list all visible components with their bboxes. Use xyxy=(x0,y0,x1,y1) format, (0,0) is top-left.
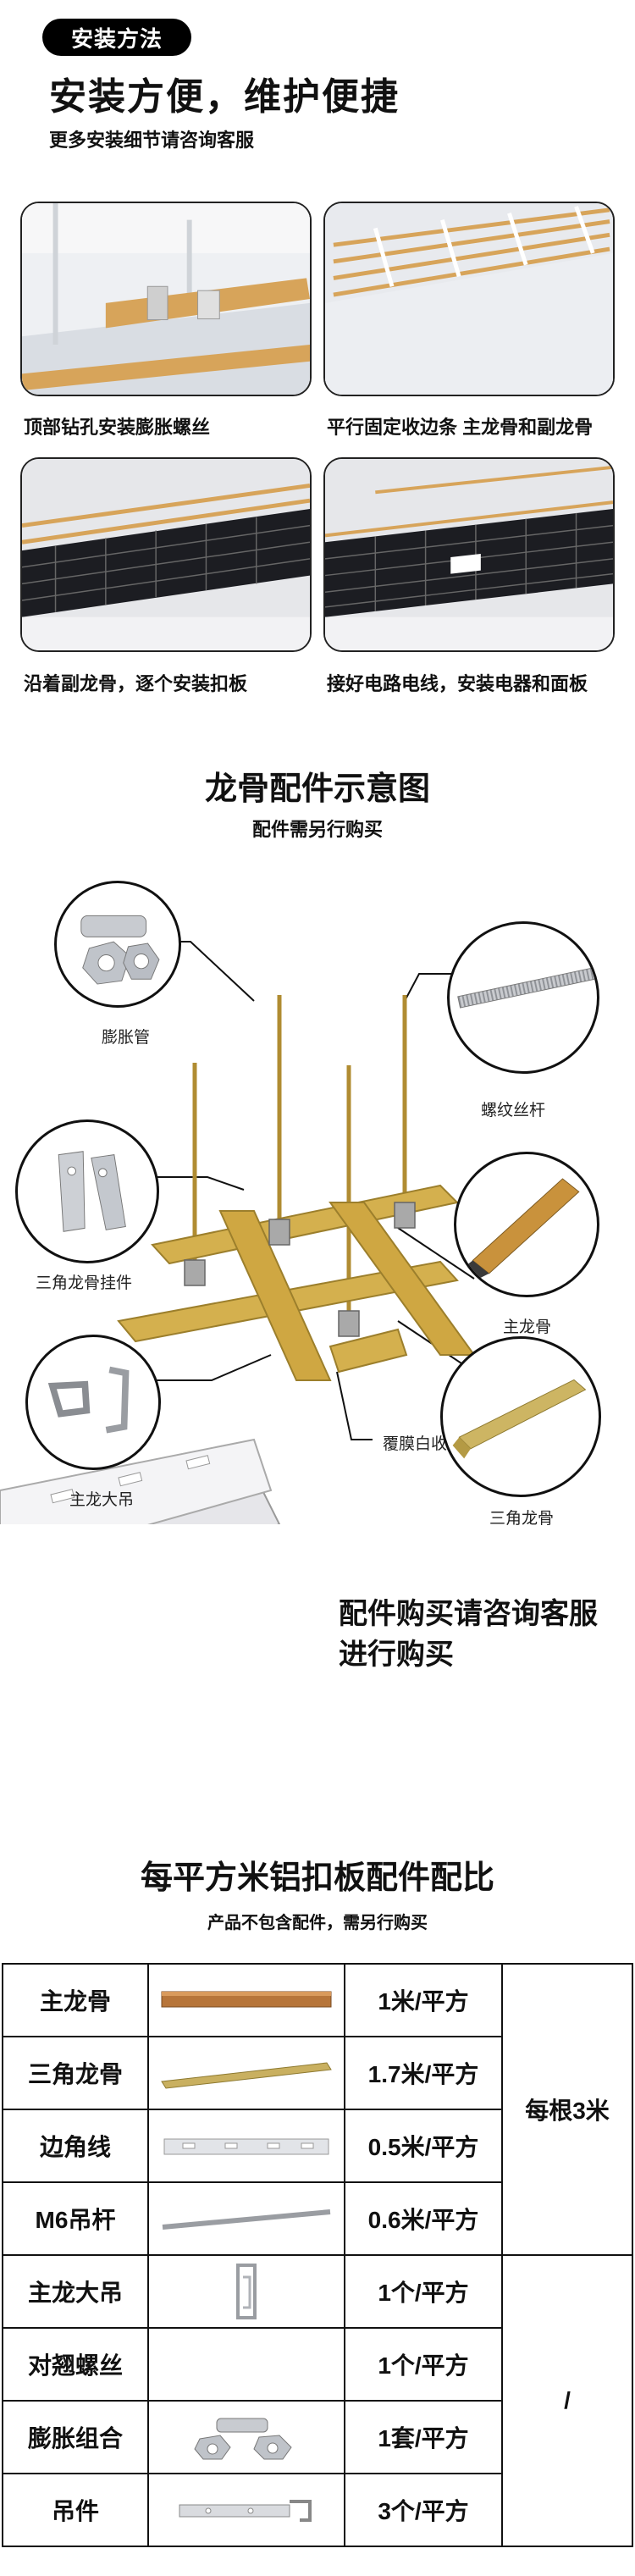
install-title: 安装方便，维护便捷 xyxy=(49,76,400,118)
table-row: 主龙大吊 1个/平方 / xyxy=(2,2254,633,2547)
purchase-note: 配件购买请咨询客服 进行购买 xyxy=(339,1594,598,1675)
edge-line-icon xyxy=(147,2109,345,2183)
install-badge: 安装方法 xyxy=(42,19,191,56)
step2-caption: 平行固定收边条 主龙骨和副龙骨 xyxy=(327,417,594,438)
diagram-subtitle: 配件需另行购买 xyxy=(251,819,383,840)
row-amount: 1个/平方 xyxy=(344,2254,503,2329)
step3-caption: 沿着副龙骨，逐个安装扣板 xyxy=(24,673,248,694)
table-row: 主龙骨 1米/平方 每根3米 xyxy=(2,1963,633,2256)
label-threaded-rod: 螺纹丝杆 xyxy=(481,1102,546,1119)
triangle-hanger-circle xyxy=(15,1119,159,1263)
ratio-subtitle: 产品不包含配件，需另行购买 xyxy=(207,1914,428,1932)
row-name: M6吊杆 xyxy=(2,2181,149,2256)
table-row: 对翘螺丝 1个/平方 xyxy=(2,2327,632,2402)
label-triangle-hanger: 三角龙骨挂件 xyxy=(36,1274,133,1292)
table-row: 吊件 3个/平方 xyxy=(2,2473,632,2547)
row-name: 吊件 xyxy=(2,2473,149,2547)
ratio-table: 主龙骨 1米/平方 每根3米 三角龙骨 1.7米/平方 边角线 0.5米/平方 … xyxy=(2,1963,633,2547)
step2-photo xyxy=(323,202,615,396)
group1-note: 每根3米 xyxy=(501,1963,633,2256)
step3-photo xyxy=(20,457,312,652)
m6-rod-icon xyxy=(147,2181,345,2256)
row-name: 三角龙骨 xyxy=(2,2036,149,2110)
table-row: 三角龙骨 1.7米/平方 xyxy=(2,2036,632,2110)
triangle-keel-circle xyxy=(440,1336,601,1497)
group2-note: / xyxy=(501,2254,633,2547)
label-expansion-tube: 膨胀管 xyxy=(102,1029,151,1047)
threaded-rod-circle xyxy=(447,921,599,1074)
table-row: 边角线 0.5米/平方 xyxy=(2,2109,632,2183)
row-amount: 1套/平方 xyxy=(344,2400,503,2474)
hanger-piece-icon xyxy=(147,2473,345,2547)
table-row: 膨胀组合 1套/平方 xyxy=(2,2400,632,2474)
label-triangle-keel: 三角龙骨 xyxy=(489,1510,555,1528)
row-amount: 3个/平方 xyxy=(344,2473,503,2547)
row-name: 膨胀组合 xyxy=(2,2400,149,2474)
table-row: M6吊杆 0.6米/平方 xyxy=(2,2181,632,2256)
row-name: 对翘螺丝 xyxy=(2,2327,149,2402)
step4-photo xyxy=(323,457,615,652)
purchase-note-line2: 进行购买 xyxy=(339,1639,454,1671)
row-name: 边角线 xyxy=(2,2109,149,2183)
main-keel-circle xyxy=(454,1152,599,1297)
step4-caption: 接好电路电线，安装电器和面板 xyxy=(327,673,588,694)
row-amount: 1.7米/平方 xyxy=(344,2036,503,2110)
main-keel-icon xyxy=(147,1963,345,2037)
expansion-set-icon xyxy=(147,2400,345,2474)
main-hanger-icon xyxy=(147,2254,345,2329)
purchase-note-line1: 配件购买请咨询客服 xyxy=(339,1598,598,1630)
row-name: 主龙大吊 xyxy=(2,2254,149,2329)
label-main-keel: 主龙骨 xyxy=(503,1318,552,1336)
diagram-title: 龙骨配件示意图 xyxy=(204,771,430,807)
expansion-tube-circle xyxy=(54,881,181,1008)
row-amount: 0.6米/平方 xyxy=(344,2181,503,2256)
row-amount: 1个/平方 xyxy=(344,2327,503,2402)
screw-icon xyxy=(147,2327,345,2402)
row-amount: 1米/平方 xyxy=(344,1963,503,2037)
ratio-title: 每平方米铝扣板配件配比 xyxy=(140,1860,494,1896)
step1-photo xyxy=(20,202,312,396)
triangle-keel-icon xyxy=(147,2036,345,2110)
main-hanger-circle xyxy=(25,1335,161,1470)
row-name: 主龙骨 xyxy=(2,1963,149,2037)
row-amount: 0.5米/平方 xyxy=(344,2109,503,2183)
step1-caption: 顶部钻孔安装膨胀螺丝 xyxy=(24,417,211,438)
install-subtitle: 更多安装细节请咨询客服 xyxy=(49,130,255,151)
keel-structure-diagram xyxy=(0,941,491,1524)
label-main-hanger: 主龙大吊 xyxy=(69,1491,135,1509)
